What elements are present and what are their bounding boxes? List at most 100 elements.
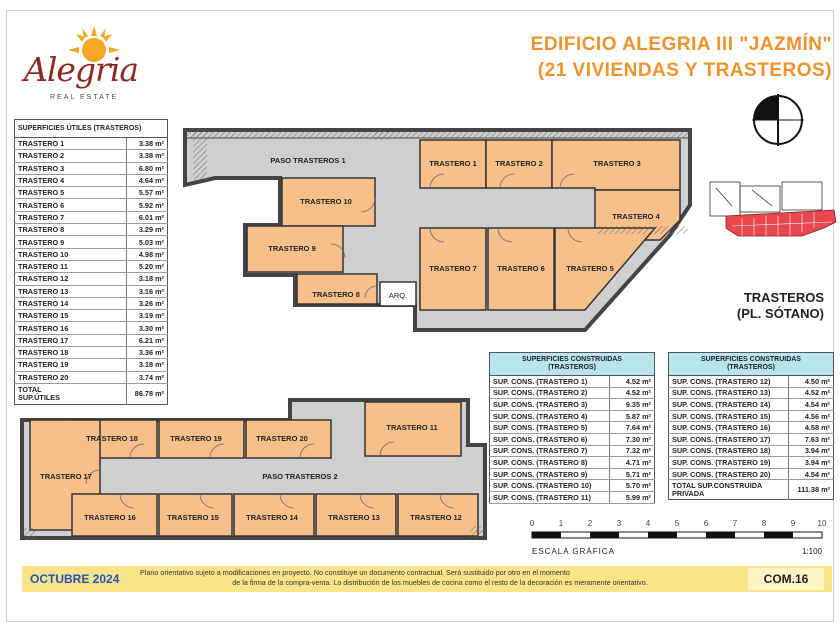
- total-label-2: SUP.ÚTILES: [18, 392, 61, 402]
- scale-ratio: 1:100: [802, 547, 823, 556]
- table-row: SUP. CONS. (TRASTERO 13)4.52 m²: [668, 387, 834, 400]
- scale-segment: [590, 532, 619, 538]
- constructed-surfaces-table-a: SUPERFICIES CONSTRUIDAS (TRASTEROS) SUP.…: [489, 352, 655, 504]
- footer-bar: OCTUBRE 2024 Plano orientativo sujeto a …: [22, 566, 832, 592]
- cons-a-header: SUPERFICIES CONSTRUIDAS (TRASTEROS): [489, 352, 655, 376]
- row-label: SUP. CONS. (TRASTERO 19): [668, 456, 789, 469]
- table-row: SUP. CONS. (TRASTERO 7)7.32 m²: [489, 445, 655, 458]
- row-value: 6.80 m²: [126, 162, 168, 175]
- scale-label: ESCALA GRÁFICA: [532, 547, 615, 556]
- key-plan-thumbnail: [709, 181, 837, 237]
- row-value: 3.18 m²: [126, 272, 168, 286]
- row-label: TRASTERO 6: [14, 198, 127, 212]
- row-value: 4.64 m²: [126, 174, 168, 188]
- row-value: 5.92 m²: [126, 198, 168, 212]
- row-label: TRASTERO 16: [14, 321, 127, 335]
- scale-tick-label: 4: [646, 519, 651, 528]
- total-value: 86.78 m²: [126, 383, 168, 405]
- row-label: SUP. CONS. (TRASTERO 13): [668, 387, 789, 400]
- table-row: SUP. CONS. (TRASTERO 15)4.56 m²: [668, 410, 834, 423]
- row-label: TRASTERO 15: [14, 309, 127, 323]
- table-row: SUP. CONS. (TRASTERO 6)7.30 m²: [489, 433, 655, 446]
- useful-table-header: SUPERFICIES ÚTILES (TRASTEROS): [14, 119, 168, 138]
- page-title: EDIFICIO ALEGRIA III "JAZMÍN" (21 VIVIEN…: [531, 32, 832, 84]
- cons-a-header-2: (TRASTEROS): [548, 364, 596, 371]
- row-value: 5.99 m²: [609, 491, 655, 504]
- row-label: SUP. CONS. (TRASTERO 8): [489, 456, 610, 469]
- total-label-1: TOTAL: [18, 384, 42, 394]
- row-value: 4.54 m²: [788, 468, 834, 481]
- title-line-1: EDIFICIO ALEGRIA III "JAZMÍN": [530, 34, 832, 55]
- cons-a-header-1: SUPERFICIES CONSTRUIDAS: [522, 356, 622, 363]
- row-value: 4.98 m²: [126, 248, 168, 261]
- table-row: SUP. CONS. (TRASTERO 12)4.50 m²: [668, 375, 834, 388]
- row-value: 3.38 m²: [126, 149, 168, 163]
- row-value: 7.30 m²: [609, 433, 655, 446]
- row-value: 3.18 m²: [126, 358, 168, 372]
- area-label: TRASTEROS (PL. SÓTANO): [737, 290, 824, 322]
- table-row: SUP. CONS. (TRASTERO 11)5.99 m²: [489, 491, 655, 504]
- row-value: 4.58 m²: [788, 421, 834, 434]
- row-label: TRASTERO 2: [14, 149, 127, 163]
- cons-b-header: SUPERFICIES CONSTRUIDAS (TRASTEROS): [668, 352, 834, 376]
- row-label: SUP. CONS. (TRASTERO 2): [489, 387, 610, 400]
- row-label: SUP. CONS. (TRASTERO 15): [668, 410, 789, 423]
- cons-b-header-2: (TRASTEROS): [727, 364, 775, 371]
- area-label-1: TRASTEROS: [743, 290, 824, 305]
- plan-code: COM.16: [748, 568, 824, 590]
- row-label: TRASTERO 3: [14, 162, 127, 175]
- row-value: 5.57 m²: [126, 186, 168, 200]
- row-label: TRASTERO 13: [14, 285, 127, 298]
- row-label: TRASTERO 14: [14, 297, 127, 311]
- north-compass-icon: [752, 94, 804, 146]
- row-label: SUP. CONS. (TRASTERO 7): [489, 445, 610, 458]
- table-row: SUP. CONS. (TRASTERO 8)4.71 m²: [489, 456, 655, 469]
- row-label: TRASTERO 1: [14, 137, 127, 151]
- table-row: SUP. CONS. (TRASTERO 4)5.87 m²: [489, 410, 655, 423]
- row-label: SUP. CONS. (TRASTERO 18): [668, 445, 789, 458]
- row-label: TRASTERO 4: [14, 174, 127, 188]
- row-value: 4.52 m²: [788, 387, 834, 400]
- scale-tick-label: 0: [530, 519, 535, 528]
- row-value: 7.32 m²: [609, 445, 655, 458]
- row-value: 3.74 m²: [126, 371, 168, 384]
- row-value: 3.94 m²: [788, 445, 834, 458]
- row-label: TRASTERO 9: [14, 235, 127, 249]
- row-value: 5.87 m²: [609, 410, 655, 423]
- row-value: 3.29 m²: [126, 223, 168, 237]
- row-label: SUP. CONS. (TRASTERO 12): [668, 375, 789, 388]
- row-label: SUP. CONS. (TRASTERO 5): [489, 421, 610, 434]
- logo-brand: Alegria: [24, 50, 139, 89]
- scale-segment: [532, 532, 561, 538]
- scale-tick-label: 6: [704, 519, 709, 528]
- scale-segment: [706, 532, 735, 538]
- row-label: TRASTERO 18: [14, 346, 127, 360]
- table-row: SUP. CONS. (TRASTERO 3)9.35 m²: [489, 398, 655, 411]
- row-value: 3.36 m²: [126, 346, 168, 360]
- row-value: 3.38 m²: [126, 137, 168, 151]
- constructed-surfaces-table-b: SUPERFICIES CONSTRUIDAS (TRASTEROS) SUP.…: [668, 352, 834, 501]
- scale-tick-label: 1: [559, 519, 564, 528]
- row-value: 3.30 m²: [126, 321, 168, 335]
- row-label: SUP. CONS. (TRASTERO 17): [668, 433, 789, 446]
- total-label-1: TOTAL SUP.CONSTRUIDA: [672, 480, 763, 490]
- scale-tick-label: 10: [818, 519, 827, 528]
- scale-tick-label: 3: [617, 519, 622, 528]
- row-label: SUP. CONS. (TRASTERO 14): [668, 398, 789, 411]
- scale-tick-label: 7: [733, 519, 738, 528]
- table-row: SUP. CONS. (TRASTERO 2)4.52 m²: [489, 387, 655, 400]
- row-value: 7.63 m²: [788, 433, 834, 446]
